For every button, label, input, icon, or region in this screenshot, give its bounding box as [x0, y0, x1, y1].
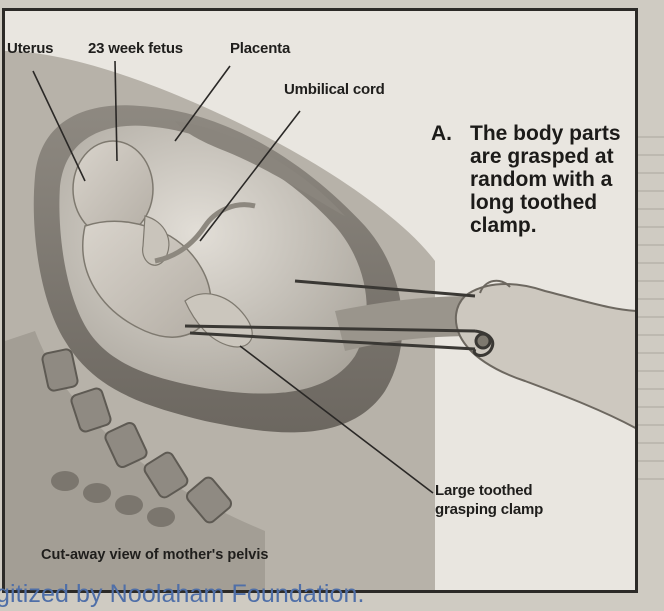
- step-line-4: long toothed: [470, 191, 638, 214]
- label-clamp-line-2: grasping clamp: [435, 500, 543, 519]
- label-clamp: Large toothed grasping clamp: [435, 481, 543, 519]
- step-line-5: clamp.: [470, 214, 638, 237]
- caption: Cut-away view of mother's pelvis: [41, 547, 268, 563]
- label-fetus: 23 week fetus: [88, 40, 183, 57]
- step-line-3: random with a: [470, 168, 638, 191]
- diagram-frame: Uterus 23 week fetus Placenta Umbilical …: [2, 8, 638, 593]
- label-placenta: Placenta: [230, 40, 290, 57]
- step-line-2: are grasped at: [470, 145, 638, 168]
- step-line-1: The body parts: [470, 122, 638, 145]
- step-letter: A.: [431, 122, 452, 145]
- label-clamp-line-1: Large toothed: [435, 481, 543, 500]
- label-umbilical-cord: Umbilical cord: [284, 81, 385, 98]
- gloved-hand: [456, 284, 638, 431]
- watermark: gitized by Noolaham Foundation.: [0, 580, 365, 609]
- step-note: A. The body parts are grasped at random …: [431, 122, 638, 237]
- label-uterus: Uterus: [7, 40, 53, 57]
